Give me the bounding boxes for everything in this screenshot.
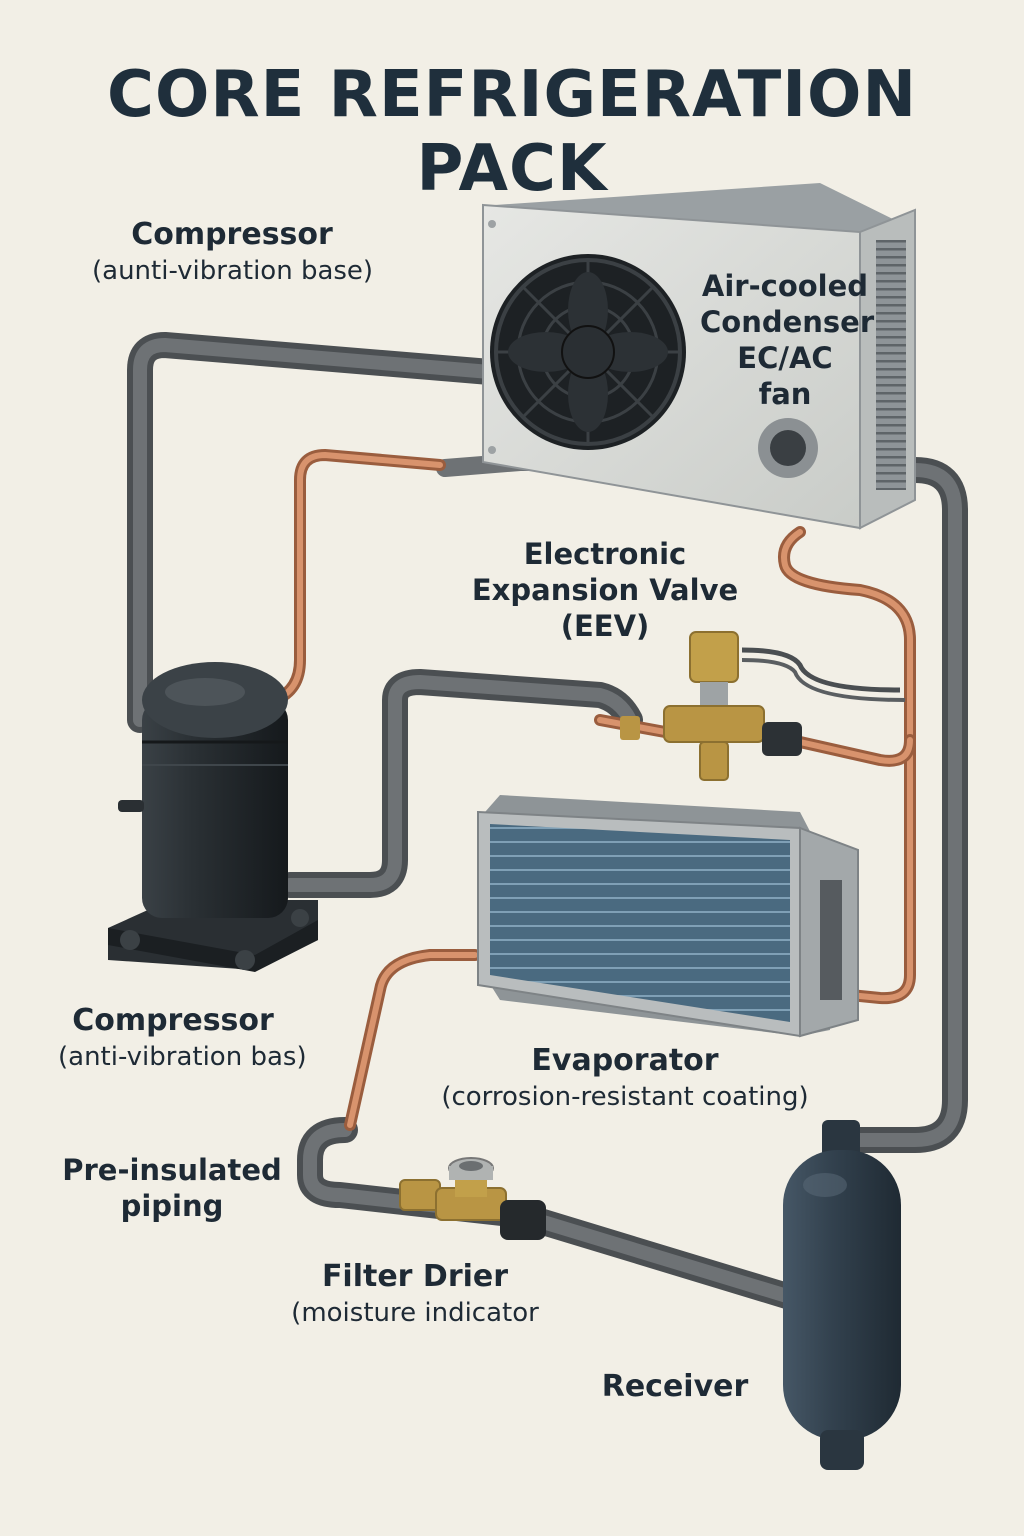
diagram-title: CORE REFRIGERATION PACK — [107, 58, 917, 206]
piping-label: Pre-insulated piping — [62, 1152, 282, 1224]
compressor — [108, 662, 318, 972]
eev-label-line-3: (EEV) — [560, 609, 650, 643]
piping-label-line-2: piping — [120, 1189, 224, 1223]
evaporator-label: Evaporator (corrosion-resistant coating) — [440, 1042, 810, 1114]
compressor-top-detail: (aunti-vibration base) — [92, 256, 374, 286]
evaporator-name: Evaporator — [531, 1043, 719, 1078]
condenser-label-line-1: Air-cooled — [701, 269, 869, 303]
condenser-label: Air-cooled Condenser EC/AC fan — [700, 268, 875, 412]
filter-drier — [399, 1157, 546, 1240]
evaporator — [477, 795, 859, 1038]
piping-label-line-1: Pre-insulated — [62, 1153, 282, 1187]
copper-pipes — [269, 449, 916, 1131]
condenser-label-line-4: fan — [758, 377, 812, 411]
condenser-label-line-3: EC/AC — [737, 341, 833, 375]
pipe-suction-top — [127, 332, 503, 733]
compressor-bottom-detail: (anti-vibration bas) — [58, 1042, 307, 1072]
filter-drier-label: Filter Drier (moisture indicator — [290, 1258, 540, 1330]
eev-valve — [620, 631, 906, 781]
receiver-label: Receiver — [590, 1368, 760, 1406]
insulated-pipes — [127, 332, 968, 1313]
filter-drier-detail: (moisture indicator — [291, 1298, 539, 1328]
filter-drier-name: Filter Drier — [321, 1259, 509, 1294]
condenser-port-icon — [758, 418, 818, 478]
side-grille — [876, 240, 906, 490]
compressor-top-label: Compressor (aunti-vibration base) — [92, 216, 374, 288]
receiver — [783, 1120, 901, 1470]
eev-label: Electronic Expansion Valve (EEV) — [470, 536, 740, 644]
fan-icon — [490, 254, 686, 450]
compressor-bottom-name: Compressor — [72, 1003, 274, 1038]
condenser-label-line-2: Condenser — [700, 305, 875, 339]
eev-label-line-2: Expansion Valve — [471, 573, 739, 607]
compressor-bottom-label: Compressor (anti-vibration bas) — [58, 1002, 307, 1074]
condenser-unit — [482, 183, 916, 530]
receiver-name: Receiver — [601, 1369, 749, 1404]
eev-label-line-1: Electronic — [523, 537, 687, 571]
compressor-top-name: Compressor — [131, 217, 333, 252]
moisture-indicator-icon — [448, 1157, 494, 1180]
evaporator-detail: (corrosion-resistant coating) — [441, 1082, 809, 1112]
